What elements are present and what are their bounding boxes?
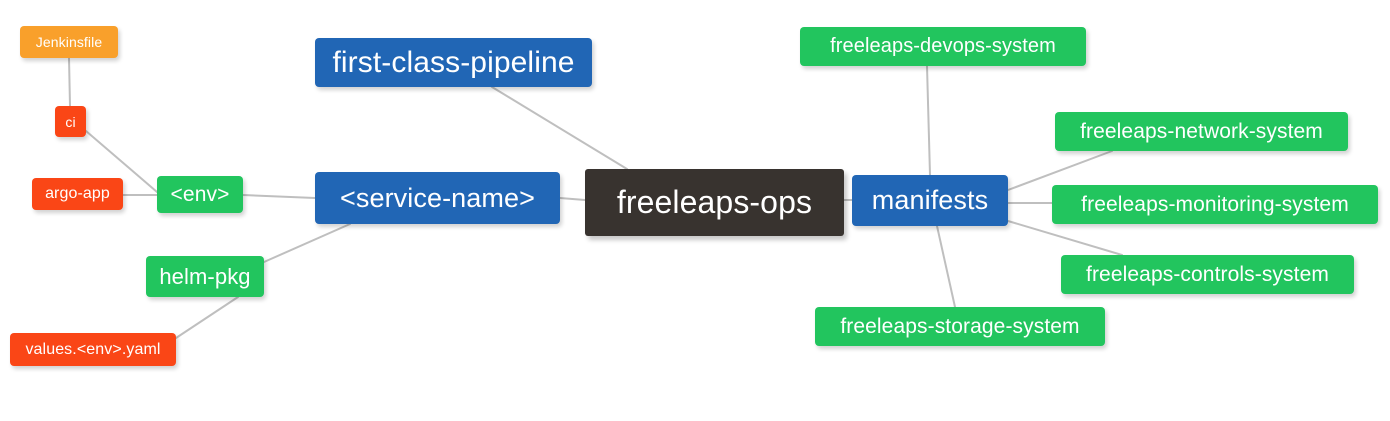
node-label: first-class-pipeline (332, 45, 575, 79)
node-helm-pkg[interactable]: helm-pkg (146, 256, 264, 297)
node-argo-app[interactable]: argo-app (32, 178, 123, 210)
edge-manifests-to-devops-system (926, 65, 931, 176)
edge-manifests-to-controls-system (1007, 220, 1123, 256)
node-first-class-pipeline[interactable]: first-class-pipeline (315, 38, 592, 87)
node-label: helm-pkg (159, 263, 251, 289)
node-label: manifests (871, 185, 989, 215)
node-label: freeleaps-storage-system (840, 314, 1080, 338)
node-label: <env> (170, 182, 230, 206)
node-label: <service-name> (340, 182, 535, 213)
edge-jenkinsfile-to-ci (68, 57, 71, 107)
node-service-name[interactable]: <service-name> (315, 172, 560, 224)
node-monitoring-system[interactable]: freeleaps-monitoring-system (1052, 185, 1378, 224)
node-label: values.<env>.yaml (25, 340, 161, 358)
node-label: ci (65, 113, 76, 130)
edge-env-to-service-name (242, 194, 316, 199)
node-env[interactable]: <env> (157, 176, 243, 213)
node-label: freeleaps-controls-system (1086, 262, 1329, 286)
edge-helm-pkg-to-service-name (263, 223, 351, 263)
node-storage-system[interactable]: freeleaps-storage-system (815, 307, 1105, 346)
node-label: Jenkinsfile (35, 34, 103, 50)
edge-manifests-to-storage-system (936, 225, 956, 308)
node-devops-system[interactable]: freeleaps-devops-system (800, 27, 1086, 66)
node-label: freeleaps-network-system (1080, 119, 1323, 143)
node-label: freeleaps-ops (616, 184, 813, 220)
node-controls-system[interactable]: freeleaps-controls-system (1061, 255, 1354, 294)
edge-first-class-pipeline-to-freeleaps-ops (491, 86, 628, 170)
node-label: freeleaps-monitoring-system (1081, 192, 1349, 216)
edge-service-name-to-freeleaps-ops (559, 197, 586, 201)
edge-values-yaml-to-helm-pkg (175, 296, 239, 339)
node-freeleaps-ops[interactable]: freeleaps-ops (585, 169, 844, 236)
node-jenkinsfile[interactable]: Jenkinsfile (20, 26, 118, 58)
node-manifests[interactable]: manifests (852, 175, 1008, 226)
node-values-yaml[interactable]: values.<env>.yaml (10, 333, 176, 366)
node-label: freeleaps-devops-system (830, 35, 1056, 57)
node-label: argo-app (45, 185, 110, 202)
node-network-system[interactable]: freeleaps-network-system (1055, 112, 1348, 151)
node-ci[interactable]: ci (55, 106, 86, 137)
